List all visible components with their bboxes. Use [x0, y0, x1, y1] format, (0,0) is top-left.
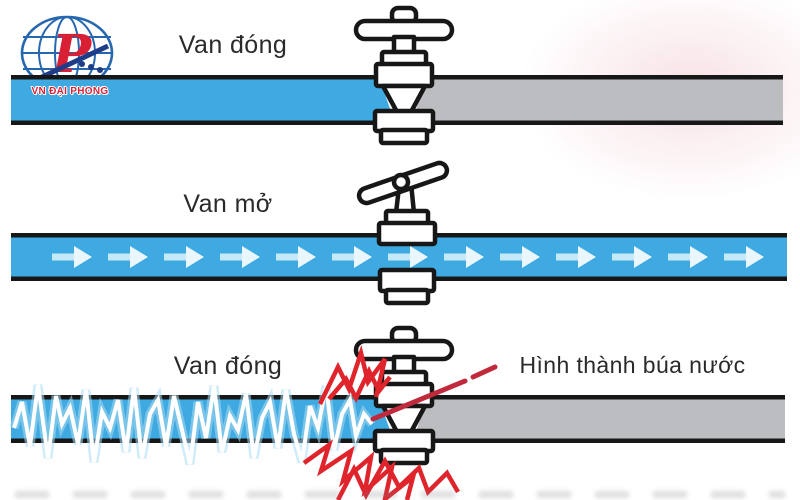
watermark-strip — [15, 491, 785, 498]
label-water-hammer-annotation: Hình thành búa nước — [519, 352, 746, 378]
valve-open-middle — [356, 160, 450, 306]
label-valve-closed-bottom: Van đóng — [173, 352, 283, 380]
label-valve-closed-top: Van đóng — [178, 31, 288, 59]
impact-flash-upper — [317, 344, 392, 405]
label-valve-open: Van mở — [183, 190, 273, 218]
water-column-top — [11, 79, 394, 121]
shockwave-zigzag — [9, 384, 376, 466]
logo-text: VN ĐẠI PHONG — [31, 86, 109, 97]
empty-pipe-bottom — [414, 399, 785, 439]
empty-pipe-top — [413, 79, 783, 121]
impact-flash-lower — [302, 439, 460, 500]
logo-globe-icon: P — [20, 15, 114, 91]
annotation-pointer-line — [370, 364, 498, 422]
